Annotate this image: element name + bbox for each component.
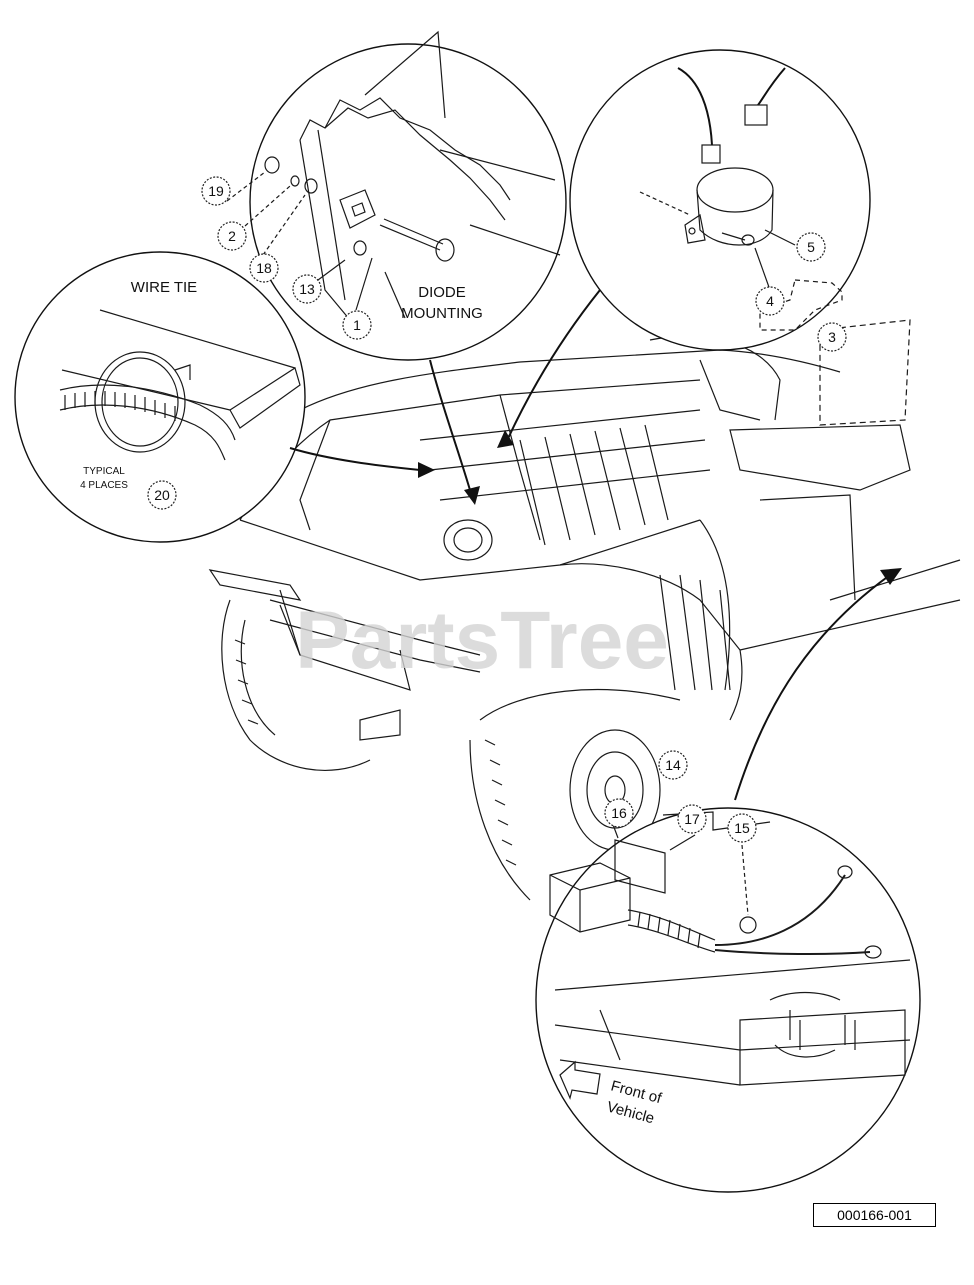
- callout-3: 3: [817, 322, 847, 352]
- callout-2: 2: [217, 221, 247, 251]
- callout-5: 5: [796, 232, 826, 262]
- svg-text:17: 17: [684, 811, 700, 827]
- svg-text:1: 1: [353, 317, 361, 333]
- callout-13: 13: [292, 274, 322, 304]
- wire-tie-detail: WIRE TIE TYPICAL 4 PLACES: [14, 251, 435, 543]
- diode-mounting-detail: DIODE MOUNTING: [226, 30, 567, 361]
- svg-text:16: 16: [611, 805, 627, 821]
- svg-text:15: 15: [734, 820, 750, 836]
- callout-4: 4: [755, 286, 785, 316]
- svg-text:4: 4: [766, 293, 774, 309]
- svg-text:2: 2: [228, 228, 236, 244]
- callout-18: 18: [249, 253, 279, 283]
- sensor-detail: [497, 49, 871, 448]
- svg-text:19: 19: [208, 183, 224, 199]
- module-detail: Front of Vehicle: [535, 568, 921, 1193]
- callout-1: 1: [342, 310, 372, 340]
- callout-15: 15: [727, 813, 757, 843]
- wire-tie-label: WIRE TIE: [131, 279, 197, 296]
- callout-16: 16: [604, 798, 634, 828]
- typical-label-line2: 4 PLACES: [80, 480, 128, 491]
- callout-14: 14: [658, 750, 688, 780]
- svg-text:13: 13: [299, 281, 315, 297]
- svg-text:5: 5: [807, 239, 815, 255]
- diode-label-line2: MOUNTING: [401, 305, 483, 322]
- callout-17: 17: [677, 804, 707, 834]
- diode-pointer-arrow: [429, 359, 471, 491]
- svg-text:20: 20: [154, 487, 170, 503]
- svg-text:18: 18: [256, 260, 272, 276]
- callout-20: 20: [147, 480, 177, 510]
- svg-text:14: 14: [665, 757, 681, 773]
- diagram-id-label: 000166-001: [813, 1203, 936, 1227]
- callout-19: 19: [201, 176, 231, 206]
- svg-text:3: 3: [828, 329, 836, 345]
- watermark-text: PartsTree: [295, 595, 669, 686]
- typical-label-line1: TYPICAL: [83, 466, 125, 477]
- diode-label-line1: DIODE: [418, 284, 466, 301]
